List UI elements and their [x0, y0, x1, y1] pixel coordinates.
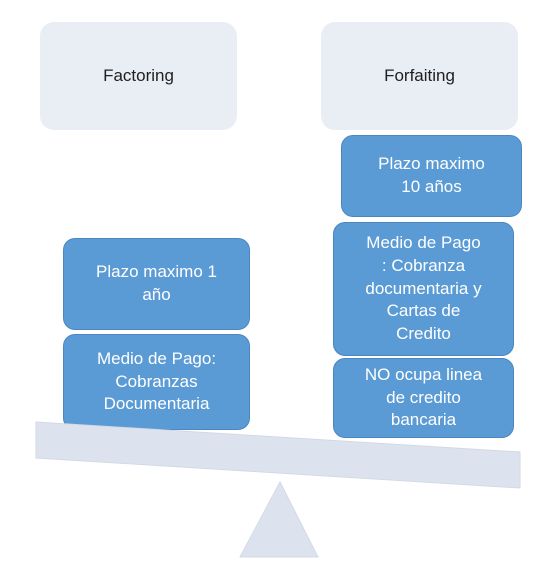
forfaiting-header: Forfaiting	[321, 22, 518, 130]
forfaiting-title: Forfaiting	[384, 66, 455, 85]
scale-beam-shape	[35, 421, 521, 489]
factoring-title: Factoring	[103, 66, 174, 85]
factoring-header: Factoring	[40, 22, 237, 130]
forfaiting-term-box: Plazo maximo 10 años	[341, 135, 522, 217]
factoring-term-box: Plazo maximo 1 año	[63, 238, 250, 330]
forfaiting-credit-text: NO ocupa linea de credito bancaria	[364, 364, 483, 430]
factoring-payment-text: Medio de Pago: Cobranzas Documentaria	[96, 348, 217, 414]
factoring-term-text: Plazo maximo 1 año	[96, 262, 217, 304]
forfaiting-payment-box: Medio de Pago : Cobranza documentaria y …	[333, 222, 514, 356]
forfaiting-payment-text: Medio de Pago : Cobranza documentaria y …	[365, 232, 482, 344]
forfaiting-credit-box: NO ocupa linea de credito bancaria	[333, 358, 514, 438]
forfaiting-term-text: Plazo maximo 10 años	[378, 154, 485, 196]
scale-fulcrum	[239, 480, 319, 558]
